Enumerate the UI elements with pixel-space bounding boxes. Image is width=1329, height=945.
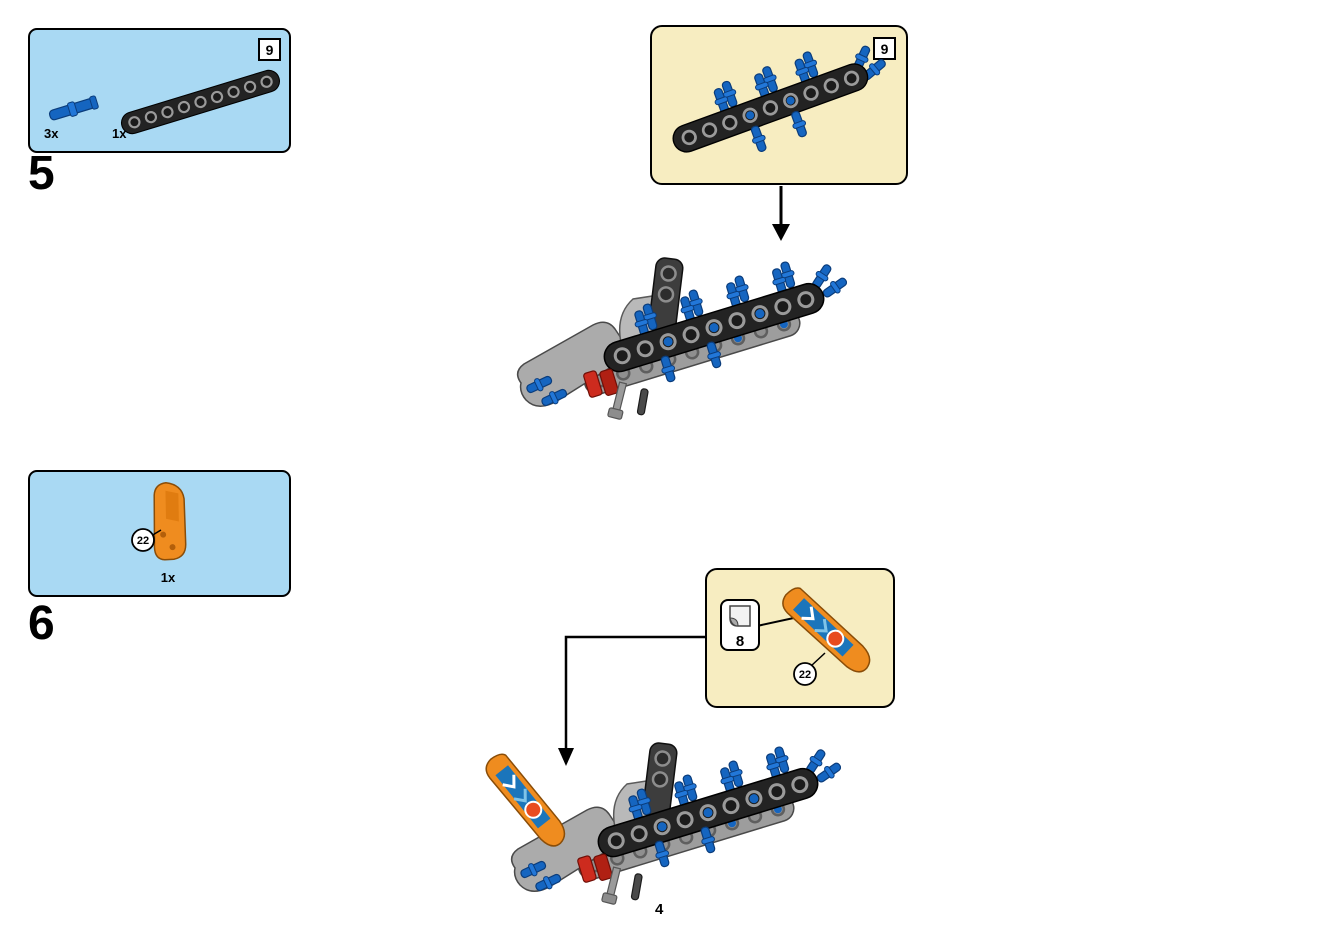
down-arrow-icon [772,186,790,241]
step5-subassembly-illustration [668,43,889,158]
step6-sticker-callout: 8 22 [705,568,895,708]
panel-ref-label: 22 [137,535,149,547]
panel-ref-label: 22 [799,669,811,681]
step5-parts-box: 9 3x 1x [28,28,291,153]
step5-assembly-illustration [505,233,850,425]
step5-beam-length-badge: 9 [258,38,281,61]
panel-ref-badge [131,528,155,552]
step6-assembly-illustration [477,716,850,912]
part-count: 3x [44,126,59,141]
step6-number: 6 [28,597,55,650]
step5-number: 5 [28,147,55,200]
step6-callout-illustration: 8 22 [720,582,880,686]
black-beam-icon [117,66,284,138]
sticker-indicator-icon: 8 [720,599,760,651]
step5-subassembly-callout: 9 [650,25,908,185]
part-count: 1x [112,126,127,141]
orange-panel-attached [477,748,576,853]
step5-callout-badge: 9 [873,37,896,60]
orange-panel-icon: 22 [131,481,187,561]
connector-arrow [558,635,706,766]
step6-parts-box: 22 1x [28,470,291,597]
part-count: 1x [160,570,176,585]
orange-panel-sticker-preview [774,582,880,679]
panel-ref-badge [793,662,817,686]
page-number: 4 [655,901,664,918]
blue-pin-icon [48,95,99,121]
sticker-number-label: 8 [736,633,744,650]
